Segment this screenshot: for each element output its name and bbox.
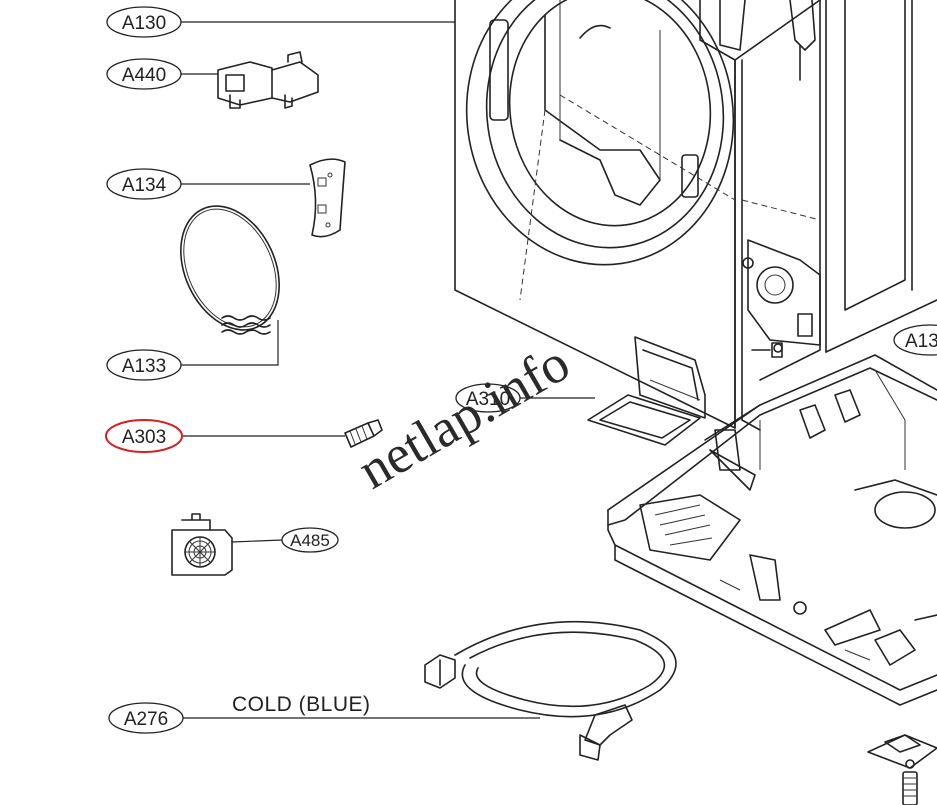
hinge-bracket-illustration (309, 158, 346, 238)
inlet-hose-illustration (424, 620, 677, 761)
callout-a440: A440 (106, 58, 182, 90)
callout-label: A310 (466, 389, 510, 410)
callout-label: A440 (122, 65, 166, 86)
callout-label: A133 (122, 356, 166, 377)
door-lock-switch-illustration (217, 51, 319, 109)
fan-module-illustration (171, 513, 233, 576)
callout-a303-highlighted: A303 (105, 419, 183, 453)
cabinet-front-illustration (454, 0, 937, 431)
callout-a485: A485 (281, 527, 339, 553)
callout-a13-cropped: A13 (893, 324, 937, 356)
hose-caption: COLD (BLUE) (232, 693, 371, 716)
callout-a130: A130 (106, 6, 182, 38)
callout-label: A303 (122, 427, 166, 448)
callout-a134: A134 (106, 168, 182, 200)
callout-label: A130 (122, 13, 166, 34)
base-frame-illustration (607, 354, 937, 706)
watermark-text: netlap.info (348, 332, 579, 500)
callout-label: A276 (124, 709, 168, 730)
callout-a276: A276 (108, 702, 184, 734)
callout-label: A134 (122, 175, 167, 196)
callout-a133: A133 (106, 349, 182, 381)
leader-lines (180, 21, 595, 719)
screw-illustration (344, 419, 383, 448)
door-gasket-clamp-illustration (180, 205, 280, 335)
callout-label: A13 (905, 331, 937, 352)
callout-a310: A310 (455, 383, 521, 413)
filter-cover-illustration (587, 336, 706, 446)
leveling-foot-illustration (867, 734, 937, 805)
callout-label: A485 (290, 531, 330, 550)
